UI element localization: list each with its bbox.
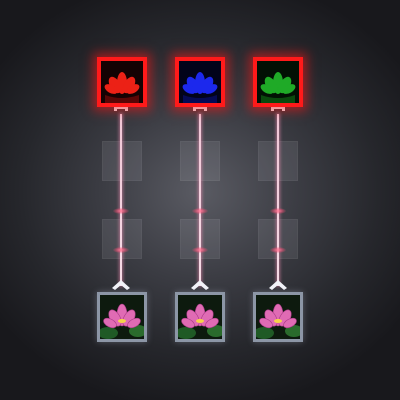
beam-spark — [270, 247, 286, 253]
emitter-arrow-icon — [112, 280, 130, 290]
filter-slot-c1-r2[interactable] — [102, 219, 142, 259]
light-beam-2 — [199, 114, 201, 286]
light-beam-3 — [277, 114, 279, 286]
pink-lotus-icon — [178, 295, 222, 339]
beam-spark — [270, 208, 286, 214]
receiver-notch-icon — [114, 106, 128, 111]
lotus-source-1[interactable] — [97, 292, 147, 342]
pink-lotus-icon — [256, 295, 300, 339]
blue-lotus-target — [175, 57, 225, 107]
blue-lotus-icon — [179, 61, 221, 103]
green-lotus-target — [253, 57, 303, 107]
emitter-arrow-icon — [269, 280, 287, 290]
filter-slot-c1-r1[interactable] — [102, 141, 142, 181]
lotus-source-2[interactable] — [175, 292, 225, 342]
receiver-notch-icon — [193, 106, 207, 111]
pink-lotus-icon — [100, 295, 144, 339]
red-lotus-target — [97, 57, 147, 107]
receiver-notch-icon — [271, 106, 285, 111]
beam-spark — [192, 247, 208, 253]
beam-spark — [113, 208, 129, 214]
light-beam-1 — [120, 114, 122, 286]
beam-spark — [113, 247, 129, 253]
beam-spark — [192, 208, 208, 214]
green-lotus-icon — [257, 61, 299, 103]
emitter-arrow-icon — [191, 280, 209, 290]
red-lotus-icon — [101, 61, 143, 103]
lotus-source-3[interactable] — [253, 292, 303, 342]
